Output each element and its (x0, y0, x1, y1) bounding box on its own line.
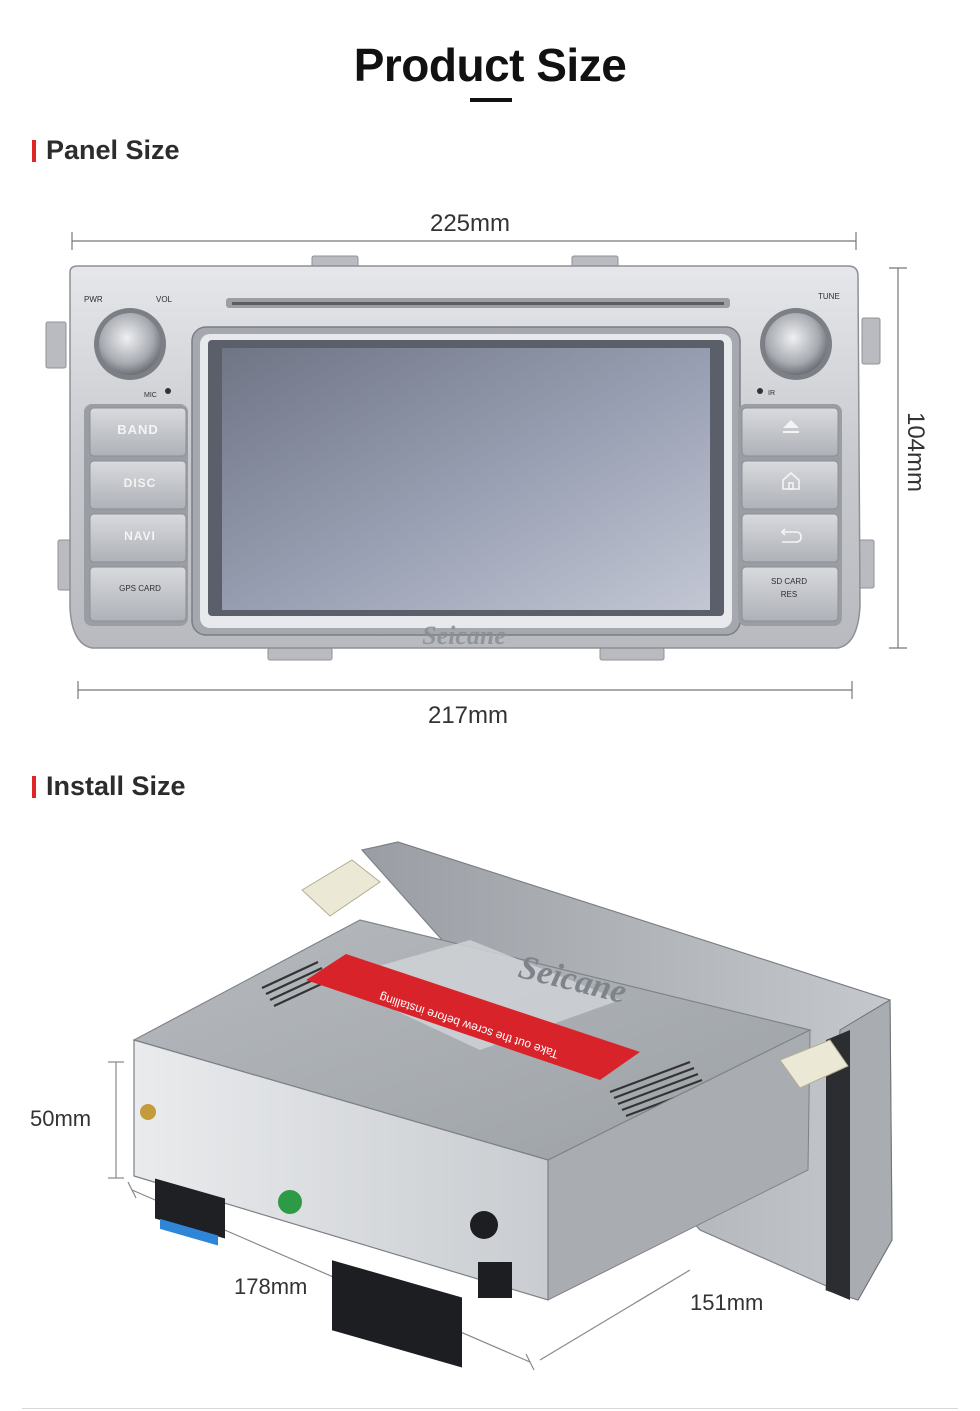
bottom-divider (22, 1408, 958, 1409)
title-underline (470, 98, 512, 102)
dimension-install-width: 151mm (690, 1290, 764, 1315)
section-title-panel: Panel Size (46, 135, 180, 165)
label-vol: VOL (156, 295, 173, 304)
section-marker-install (32, 776, 36, 798)
brand-watermark: Seicane (422, 621, 506, 650)
dimension-panel-top-width: 225mm (429, 210, 511, 237)
label-tune: TUNE (818, 292, 840, 301)
label-sd-card: SD CARD (771, 577, 807, 586)
panel-dimension-lines (71, 232, 907, 699)
button-disc: DISC (124, 476, 157, 490)
label-pwr: PWR (84, 295, 103, 304)
back-icon (780, 528, 802, 543)
page-title: Product Size (353, 39, 627, 91)
label-ir: IR (768, 390, 775, 397)
label-res: RES (781, 590, 797, 599)
eject-icon (783, 420, 799, 433)
section-marker-panel (32, 140, 36, 162)
button-gps-card: GPS CARD (119, 584, 161, 593)
home-icon (782, 471, 800, 490)
button-navi: NAVI (124, 529, 156, 543)
panel-illustration: PWR VOL TUNE MIC IR BAND DISC NAVI GPS C… (45, 232, 907, 699)
dimension-install-length: 178mm (234, 1274, 308, 1299)
install-illustration: Take out the screw before installing Sei… (108, 841, 893, 1371)
dimension-panel-bottom-width: 217mm (427, 702, 509, 729)
dimension-install-height: 50mm (30, 1106, 92, 1131)
button-band: BAND (117, 422, 159, 437)
label-mic: MIC (144, 392, 157, 399)
section-title-install: Install Size (46, 771, 186, 801)
